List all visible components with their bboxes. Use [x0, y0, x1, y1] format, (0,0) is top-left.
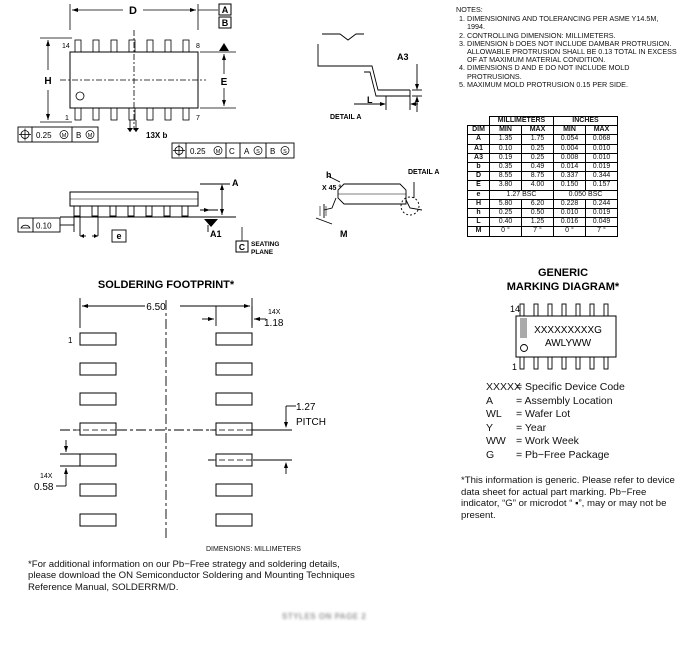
seating-label: SEATING [251, 241, 279, 248]
h-label: H [44, 76, 51, 87]
pitch-value: 1.27 [296, 402, 316, 413]
svg-text:C: C [229, 147, 235, 156]
d-label: D [129, 5, 137, 17]
detail-a-drawing: A3 L DETAIL A [317, 33, 422, 121]
svg-text:M: M [88, 133, 93, 139]
svg-text:A: A [244, 147, 250, 156]
in-header: INCHES [553, 115, 618, 127]
side-view-drawing: A A1 0.10 e C SEATING PLANE [17, 178, 279, 256]
fcf-position-cab: 0.25 M C A S B S [171, 142, 295, 159]
min-header: MIN [553, 125, 586, 136]
legend-row: Y= Year [486, 421, 547, 434]
svg-text:0.25: 0.25 [36, 131, 52, 140]
top-view-drawing: D A B 14 8 1 7 H E 13X b 0.25 M B M 0.25… [17, 3, 295, 159]
marking-diagram-drawing: GENERIC MARKING DIAGRAM* 14 1 XXXXXXXXXG… [507, 267, 620, 372]
note-item: CONTROLLING DIMENSION: MILLIMETERS. [467, 31, 678, 40]
end-view-drawing: h X 45 ° M DETAIL A [315, 169, 439, 239]
e-pitch-label: e [116, 231, 121, 241]
detail-a-caption: DETAIL A [330, 114, 361, 121]
note-item: DIMENSION b DOES NOT INCLUDE DAMBAR PROT… [467, 39, 678, 65]
legend-row: WL= Wafer Lot [486, 408, 571, 421]
dim-header: DIM [467, 125, 490, 136]
notes-header: NOTES: [456, 5, 483, 14]
note-item: DIMENSIONING AND TOLERANCING PER ASME Y1… [467, 14, 678, 31]
footprint-title: SOLDERING FOOTPRINT* [98, 279, 235, 291]
legend-row: WW= Work Week [486, 435, 579, 448]
a3-label: A3 [397, 52, 409, 62]
svg-text:S: S [256, 149, 260, 155]
mm-header: MILLIMETERS [489, 115, 554, 127]
flatness-value: 0.10 [36, 222, 52, 231]
marking-pin1: 1 [512, 362, 517, 372]
marking-generic-note: *This information is generic. Please ref… [461, 475, 675, 521]
pitch-label: PITCH [296, 417, 326, 428]
svg-text:0.25: 0.25 [190, 147, 206, 156]
pad-count-top: 14X [268, 309, 281, 316]
e-label: E [221, 77, 228, 88]
footprint-width: 6.50 [146, 302, 166, 313]
marking-title-2: MARKING DIAGRAM* [507, 281, 620, 293]
footprint-footnote: *For additional information on our Pb−Fr… [28, 559, 355, 593]
styles-footer: STYLES ON PAGE 2 [282, 612, 367, 621]
note-item: DIMENSIONS D AND E DO NOT INCLUDE MOLD P… [467, 64, 678, 81]
pin-1-label: 1 [65, 115, 69, 122]
dimension-table: MILLIMETERS INCHES DIM MIN MAX MIN MAX A… [467, 115, 618, 237]
note-item: MAXIMUM MOLD PROTRUSION 0.15 PER SIDE. [467, 80, 678, 89]
detail-a-ref: DETAIL A [408, 169, 439, 176]
side-a-label: A [232, 178, 239, 188]
notes-block: NOTES: DIMENSIONING AND TOLERANCING PER … [456, 5, 678, 89]
pin-8-label: 8 [196, 43, 200, 50]
m-angle-label: M [340, 229, 348, 239]
marking-title-1: GENERIC [538, 267, 588, 279]
max-header: MAX [521, 125, 554, 136]
pad-width: 0.58 [34, 482, 54, 493]
min-header: MIN [489, 125, 522, 136]
svg-text:B: B [76, 131, 81, 140]
side-a1-label: A1 [210, 229, 222, 239]
soldering-footprint-drawing: SOLDERING FOOTPRINT* [34, 279, 326, 540]
datum-b-label: B [222, 18, 229, 28]
pad-count-left: 14X [40, 473, 53, 480]
pin-14-label: 14 [62, 43, 70, 50]
datum-c-label: C [239, 242, 245, 252]
pin-7-label: 7 [196, 115, 200, 122]
fcf-position-b: 0.25 M B M [17, 126, 99, 143]
svg-text:M: M [62, 133, 67, 139]
svg-text:M: M [216, 149, 221, 155]
marking-pin14: 14 [510, 304, 520, 314]
legend-row: G= Pb−Free Package [486, 448, 610, 461]
plane-label: PLANE [251, 249, 274, 256]
chamfer-x45-label: X 45 ° [322, 184, 341, 192]
svg-text:B: B [270, 147, 275, 156]
marking-legend: XXXXX= Specific Device Code A= Assembly … [486, 381, 625, 463]
dimensions-note: DIMENSIONS: MILLIMETERS [206, 546, 301, 553]
l-label: L [367, 95, 373, 105]
legend-row: XXXXX= Specific Device Code [486, 381, 625, 393]
marking-line-1: XXXXXXXXXG [534, 325, 602, 336]
footprint-pin1: 1 [68, 336, 73, 345]
legend-row: A= Assembly Location [486, 394, 613, 407]
b-callout: 13X b [146, 131, 167, 140]
chamfer-h-label: h [326, 170, 332, 180]
datum-a-label: A [222, 5, 229, 15]
pad-length: 1.18 [264, 318, 284, 329]
max-header: MAX [585, 125, 618, 136]
marking-line-2: AWLYWW [545, 338, 592, 349]
svg-text:S: S [283, 149, 287, 155]
